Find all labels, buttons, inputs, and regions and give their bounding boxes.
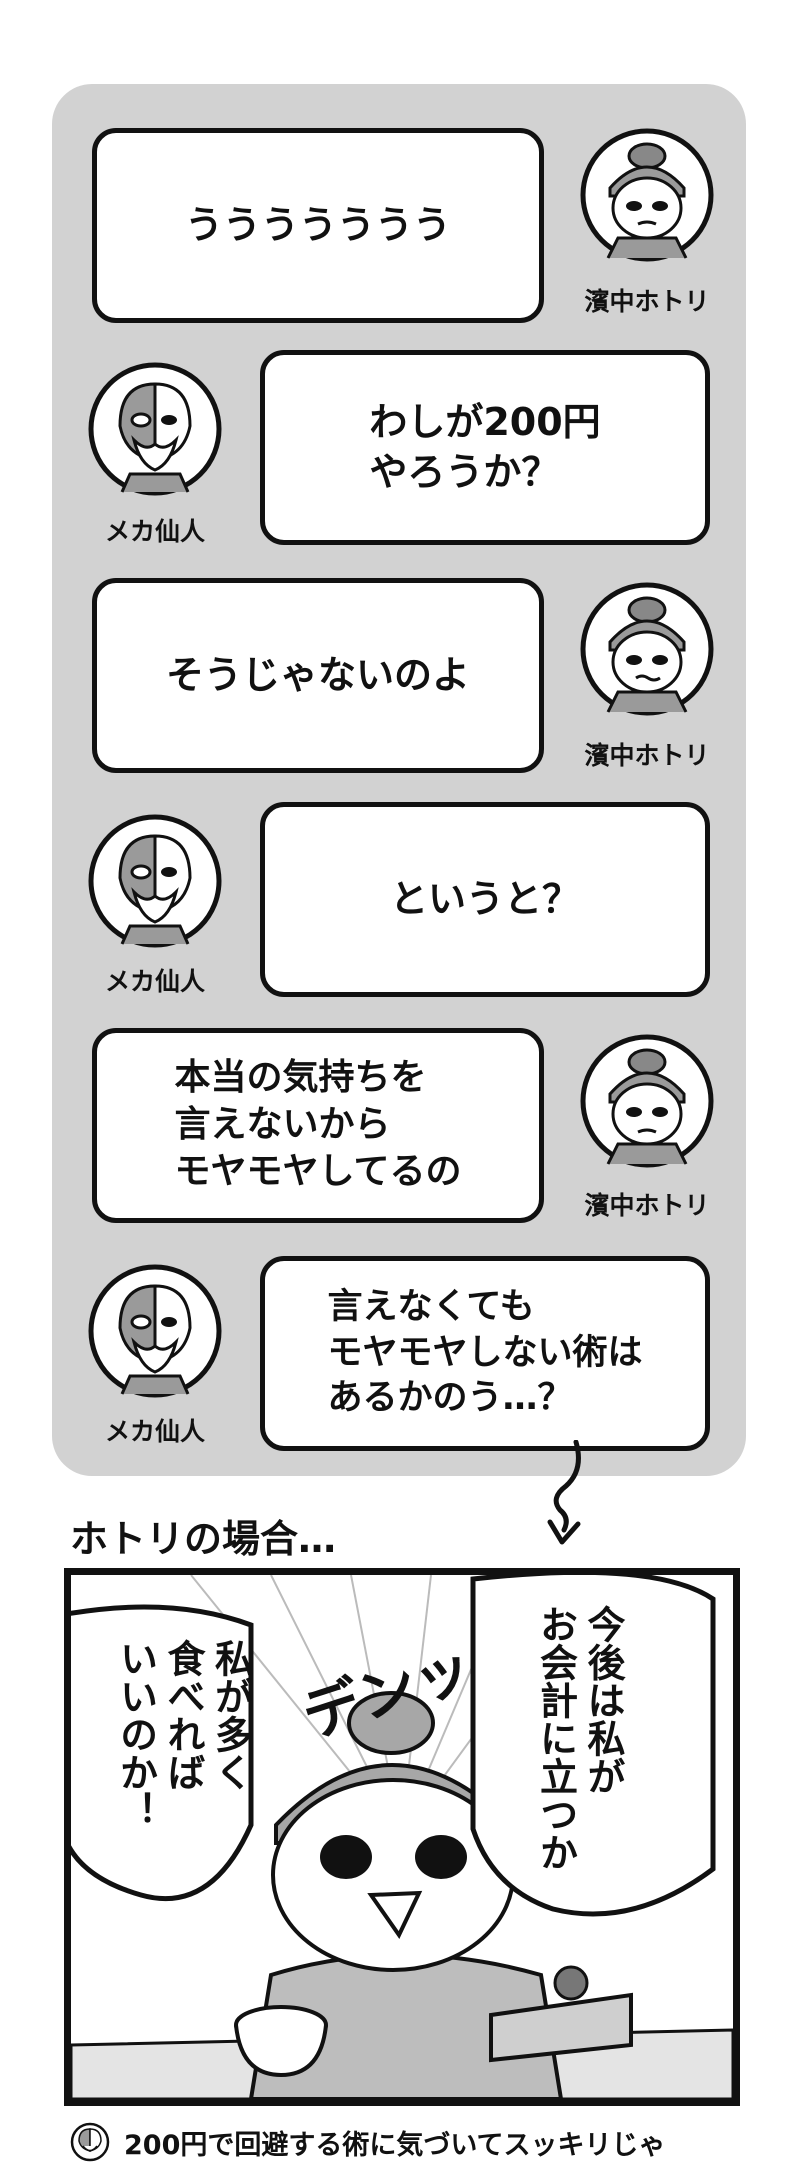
mecha-sennin-mini-icon: [70, 2122, 110, 2162]
speaker-name: メカ仙人: [104, 517, 205, 546]
footer-text: 200円で回避する術に気づいてスッキリじゃ: [124, 2129, 666, 2161]
vertical-speech-bubble: [71, 1604, 254, 1902]
speaker-name: 濱中ホトリ: [584, 287, 710, 316]
footer: 200円で回避する術に気づいてスッキリじゃ: [70, 2120, 666, 2164]
speech-bubble: ううううううう: [92, 128, 544, 323]
speaker-name: 濱中ホトリ: [584, 741, 710, 770]
mecha-sennin-avatar-icon: [88, 1264, 222, 1398]
speaker-name: メカ仙人: [104, 1417, 205, 1446]
message-text: 本当の気持ちを 言えないから モヤモヤしてるの: [174, 1057, 462, 1192]
message-text: 言えなくても モヤモヤしない術は あるかのう…？: [327, 1287, 643, 1419]
speech-bubble: というと？: [260, 802, 710, 997]
vertical-speech-bubble: [470, 1575, 716, 1917]
speaker-name: メカ仙人: [104, 967, 205, 996]
speech-bubble: 言えなくても モヤモヤしない術は あるかのう…？: [260, 1256, 710, 1451]
mecha-sennin-avatar-icon: [88, 814, 222, 948]
mecha-sennin-avatar-icon: [88, 362, 222, 496]
speaker-name: 濱中ホトリ: [584, 1191, 710, 1220]
left-bubble-text: 私が多く 食べれば いいのか！: [113, 1639, 253, 1829]
manga-illustration: [71, 1575, 733, 2099]
speech-bubble: 本当の気持ちを 言えないから モヤモヤしてるの: [92, 1028, 544, 1223]
hotori-avatar-icon: [580, 582, 714, 716]
message-text: わしが200円 やろうか？: [369, 400, 601, 494]
section-title: ホトリの場合…: [70, 1517, 337, 1561]
manga-panel: 今後は私が お会計に立つか 私が多く 食べれば いいのか！ デンッ: [64, 1568, 740, 2106]
message-text: ううううううう: [184, 202, 451, 247]
hotori-avatar-icon: [580, 128, 714, 262]
message-text: そうじゃないのよ: [165, 652, 470, 697]
right-bubble-text: 今後は私が お会計に立つか: [533, 1605, 626, 1871]
speech-bubble: わしが200円 やろうか？: [260, 350, 710, 545]
message-text: というと？: [389, 876, 580, 921]
squiggle-arrow-icon: [547, 1440, 581, 1545]
hotori-avatar-icon: [580, 1034, 714, 1168]
speech-bubble: そうじゃないのよ: [92, 578, 544, 773]
